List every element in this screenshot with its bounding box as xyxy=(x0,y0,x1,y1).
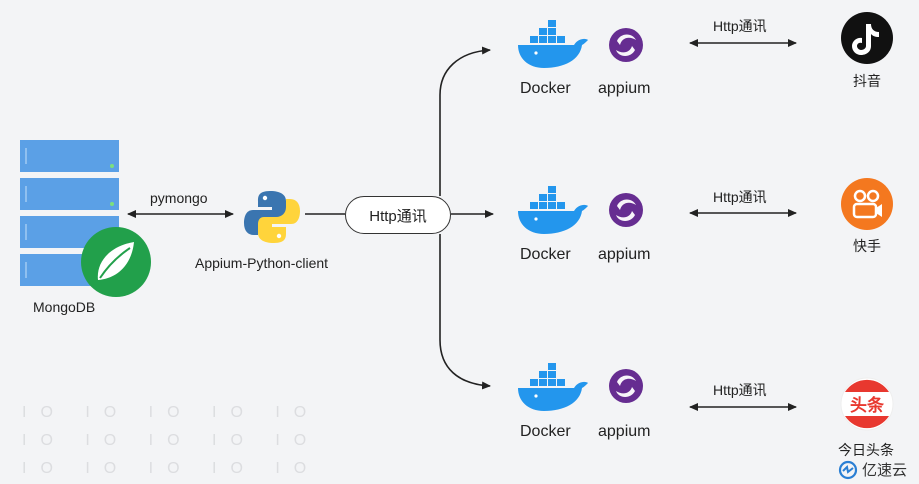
pymongo-label: pymongo xyxy=(150,190,208,206)
app-name-kuaishou: 快手 xyxy=(853,238,881,254)
http-label-1: Http通讯 xyxy=(713,18,767,34)
appium-python-client-label: Appium-Python-client xyxy=(195,255,329,271)
watermark-logo-icon xyxy=(838,460,858,479)
watermark-text: 亿速云 xyxy=(861,462,907,479)
docker-icon-1 xyxy=(518,20,588,68)
appium-icon-3 xyxy=(609,369,643,403)
branch-arrow-bottom xyxy=(439,234,491,390)
douyin-icon xyxy=(841,12,893,64)
docker-label-3: Docker xyxy=(520,423,571,440)
appium-label-1: appium xyxy=(598,80,651,97)
docker-label-2: Docker xyxy=(520,246,571,263)
appium-icon-1 xyxy=(609,28,643,62)
background-pattern-3: IO IO IO IO IO xyxy=(22,460,321,477)
branch-arrow-top xyxy=(439,46,491,196)
http-label-2: Http通讯 xyxy=(713,189,767,205)
mongodb-label: MongoDB xyxy=(33,299,96,315)
python-logo-icon xyxy=(244,191,300,243)
docker-icon-2 xyxy=(518,186,588,234)
watermark: 亿速云 xyxy=(838,459,907,480)
background-pattern-1: IO IO IO IO IO xyxy=(22,404,321,421)
appium-icon-2 xyxy=(609,193,643,227)
mongodb-leaf-icon xyxy=(81,227,151,297)
http-center-label: Http通讯 xyxy=(345,196,451,234)
app-name-douyin: 抖音 xyxy=(853,73,881,89)
toutiao-icon: 头条 xyxy=(840,377,894,431)
appium-label-2: appium xyxy=(598,246,651,263)
background-pattern-2: IO IO IO IO IO xyxy=(22,432,321,449)
appium-label-3: appium xyxy=(598,423,651,440)
docker-icon-3 xyxy=(518,363,588,411)
kuaishou-icon xyxy=(841,178,893,230)
app-name-toutiao: 今日头条 xyxy=(838,442,894,458)
docker-label-1: Docker xyxy=(520,80,571,97)
http-label-3: Http通讯 xyxy=(713,382,767,398)
toutiao-logo-text: 头条 xyxy=(850,395,885,416)
